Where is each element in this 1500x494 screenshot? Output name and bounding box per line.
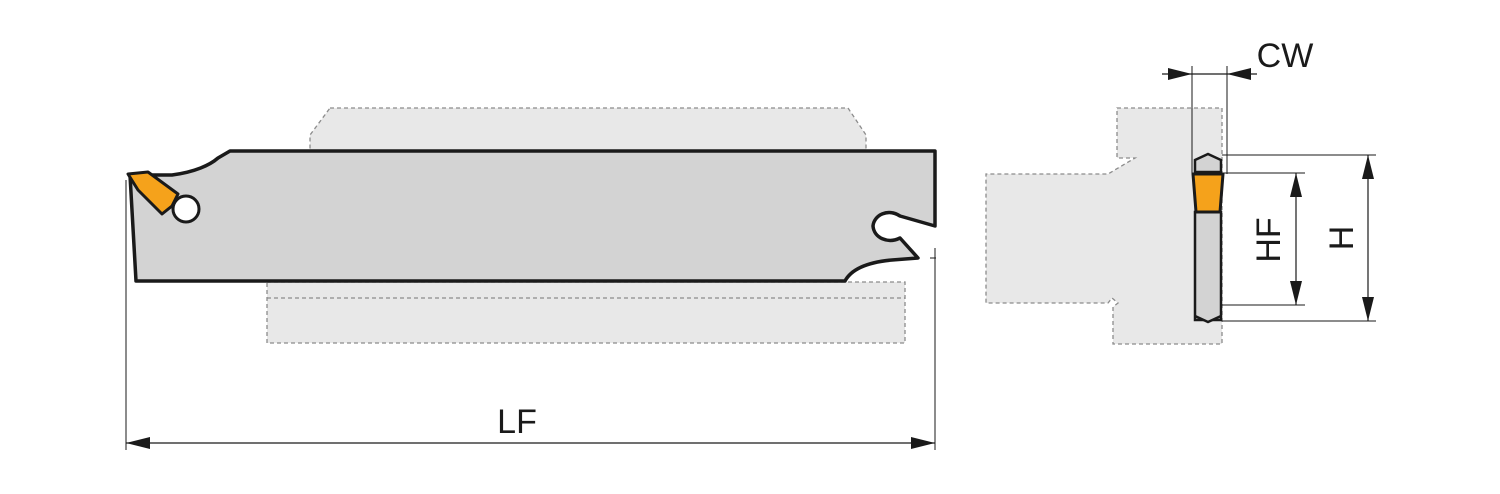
- blade-end-bottom: [1194, 314, 1222, 324]
- lf-label: LF: [497, 403, 537, 441]
- cutoff-insert: [126, 170, 180, 216]
- insert-pocket-hole: [171, 194, 201, 224]
- blade-end-section: [1193, 210, 1223, 322]
- hf-arrow-bottom: [1290, 281, 1302, 305]
- hf-arrow-top: [1290, 173, 1302, 197]
- lf-arrow-left: [126, 437, 150, 449]
- cw-arrow-left: [1168, 68, 1192, 80]
- insert-end-view: [1191, 172, 1225, 214]
- holder-end-body: [985, 107, 1223, 345]
- insert-end-top: [1193, 152, 1223, 174]
- side-view: LF: [125, 107, 937, 450]
- cw-label: CW: [1257, 37, 1314, 75]
- holder-top-clamp: [309, 107, 867, 153]
- h-arrow-top: [1362, 155, 1374, 179]
- lf-arrow-right: [911, 437, 935, 449]
- h-label: H: [1323, 226, 1361, 251]
- cutoff-blade: [128, 149, 937, 283]
- holder-bottom-clamp: [266, 281, 906, 344]
- h-arrow-bottom: [1362, 297, 1374, 321]
- cw-arrow-right: [1227, 68, 1251, 80]
- end-view: CW HF H: [985, 37, 1376, 345]
- hf-label: HF: [1250, 217, 1288, 262]
